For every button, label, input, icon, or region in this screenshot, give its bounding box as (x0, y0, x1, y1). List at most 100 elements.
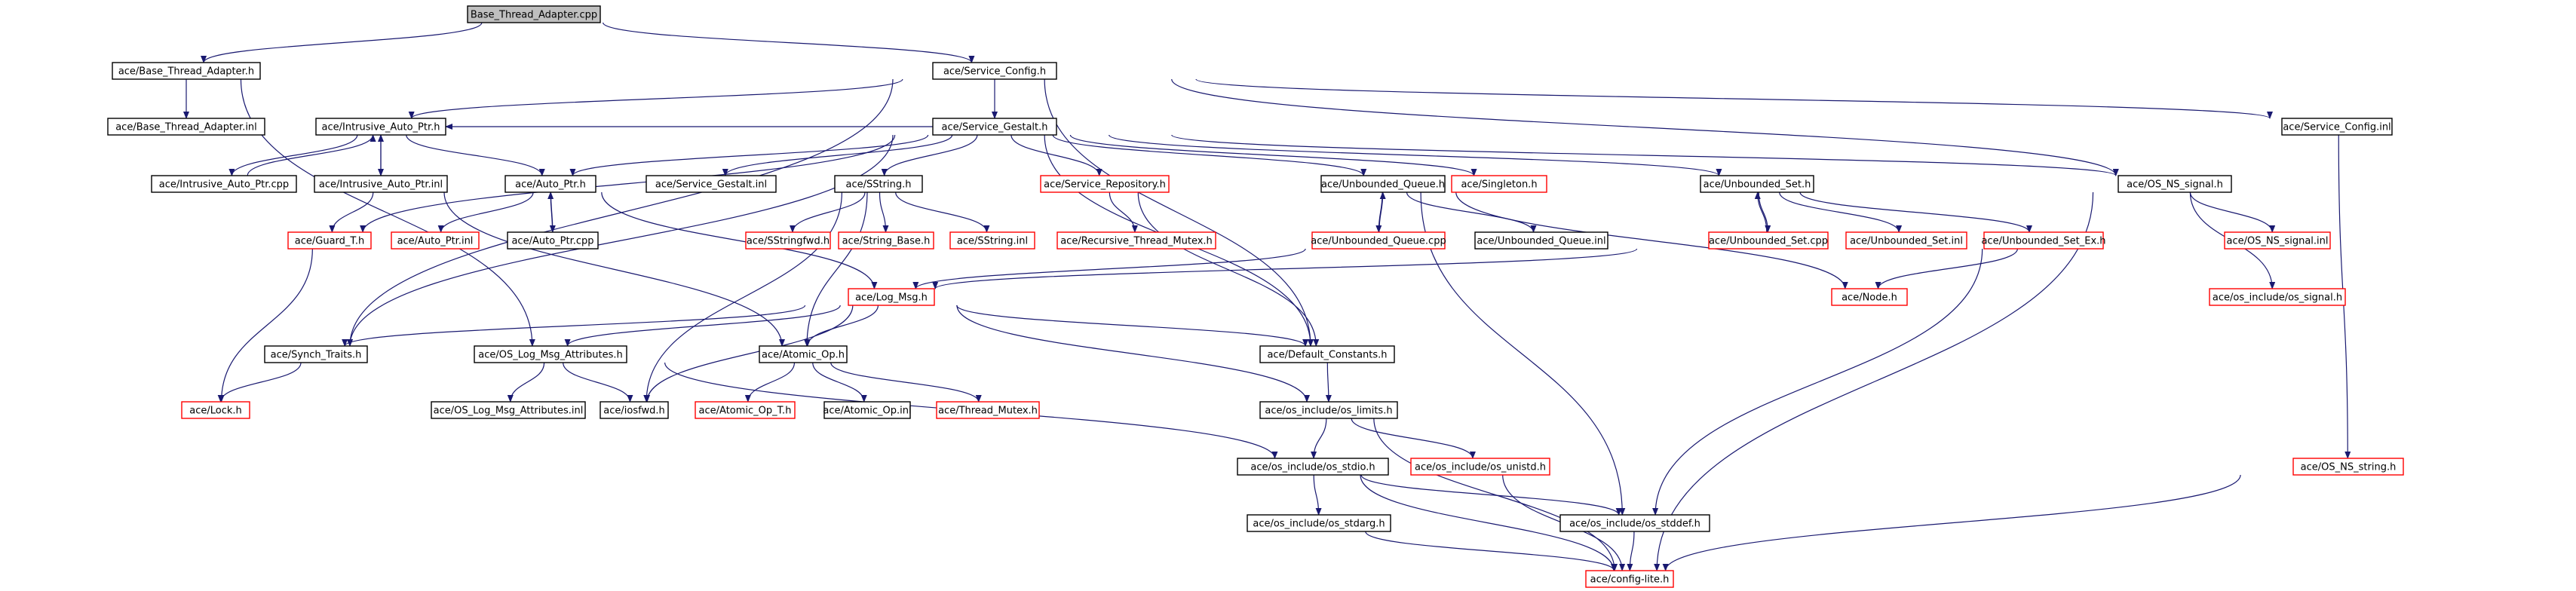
node-label: ace/OS_NS_signal.inl (2226, 236, 2328, 247)
node-n35[interactable]: ace/Atomic_Op.h (759, 345, 848, 363)
node-box (1056, 231, 1216, 250)
node-label: ace/iosfwd.h (603, 406, 664, 417)
node-n8[interactable]: ace/Intrusive_Auto_Ptr.inl (314, 175, 448, 193)
node-n6[interactable]: ace/Service_Config.inl (2281, 118, 2393, 136)
node-n41[interactable]: ace/Atomic_Op.inl (823, 401, 912, 419)
node-n26[interactable]: ace/Unbounded_Set.cpp (1708, 231, 1829, 250)
edge-n46-n48 (1360, 474, 1622, 516)
node-n20[interactable]: ace/SStringfwd.h (745, 231, 831, 250)
node-box (1259, 401, 1398, 419)
node-n31[interactable]: ace/Node.h (1831, 288, 1908, 306)
node-n7[interactable]: ace/Intrusive_Auto_Ptr.cpp (151, 175, 297, 193)
node-box (391, 231, 480, 250)
node-n3[interactable]: ace/Base_Thread_Adapter.inl (107, 118, 265, 136)
node-label: ace/Unbounded_Queue.h (1321, 179, 1445, 191)
node-n49[interactable]: ace/config-lite.h (1585, 570, 1674, 588)
node-n23[interactable]: ace/Recursive_Thread_Mutex.h (1056, 231, 1216, 250)
node-n1[interactable]: ace/Base_Thread_Adapter.h (112, 62, 261, 80)
node-label: ace/Unbounded_Set.inl (1850, 236, 1963, 247)
node-n19[interactable]: ace/Auto_Ptr.cpp (507, 231, 599, 250)
node-box (1259, 345, 1395, 363)
node-n4[interactable]: ace/Intrusive_Auto_Ptr.h (315, 118, 446, 136)
edge-n12-n23 (1109, 191, 1138, 233)
node-n47[interactable]: ace/os_include/os_stdarg.h (1247, 514, 1391, 532)
node-box (838, 231, 934, 250)
node-n45[interactable]: ace/OS_NS_string.h (2292, 458, 2404, 476)
node-n44[interactable]: ace/os_include/os_unistd.h (1410, 458, 1550, 476)
node-n27[interactable]: ace/Unbounded_Set.inl (1845, 231, 1967, 250)
edge-n35-n42 (830, 362, 982, 403)
node-box (1451, 175, 1547, 193)
node-label: ace/Intrusive_Auto_Ptr.cpp (159, 179, 289, 191)
node-n43[interactable]: ace/os_include/os_limits.h (1259, 401, 1398, 419)
edge-n15-n27 (1779, 191, 1903, 233)
node-label: ace/Singleton.h (1461, 179, 1537, 191)
graph-nodes: Base_Thread_Adapter.cpp ace/Base_Thread_A… (107, 5, 2404, 588)
node-box (107, 118, 265, 136)
node-n11[interactable]: ace/SString.h (834, 175, 923, 193)
node-n34[interactable]: ace/OS_Log_Msg_Attributes.h (474, 345, 627, 363)
node-n42[interactable]: ace/Thread_Mutex.h (936, 401, 1040, 419)
edge-n5-n11 (881, 134, 978, 176)
node-n0[interactable]: Base_Thread_Adapter.cpp (467, 5, 601, 23)
node-n24[interactable]: ace/Unbounded_Queue.cpp (1311, 231, 1446, 250)
edge-n19-n9 (547, 191, 554, 233)
node-box (745, 231, 831, 250)
node-n29[interactable]: ace/OS_NS_signal.inl (2224, 231, 2331, 250)
graph-edges (183, 22, 2351, 571)
node-label: ace/SStringfwd.h (747, 236, 830, 247)
edge-n5-n33 (347, 134, 894, 347)
edge-n17-n37 (218, 248, 313, 403)
node-n18[interactable]: ace/Auto_Ptr.inl (391, 231, 480, 250)
node-n28[interactable]: ace/Unbounded_Set_Ex.h (1981, 231, 2106, 250)
node-n32[interactable]: ace/os_include/os_signal.h (2209, 288, 2346, 306)
node-n36[interactable]: ace/Default_Constants.h (1259, 345, 1395, 363)
node-n48[interactable]: ace/os_include/os_stddef.h (1559, 514, 1710, 532)
edge-n43-n49 (1373, 418, 1618, 571)
node-box (264, 345, 368, 363)
node-box (834, 175, 923, 193)
node-n33[interactable]: ace/Synch_Traits.h (264, 345, 368, 363)
edge-n36-n43 (1325, 362, 1332, 403)
node-n25[interactable]: ace/Unbounded_Queue.inl (1474, 231, 1608, 250)
node-n9[interactable]: ace/Auto_Ptr.h (504, 175, 596, 193)
node-n15[interactable]: ace/Unbounded_Set.h (1700, 175, 1814, 193)
edge-n28-n48 (1652, 248, 1983, 516)
node-label: ace/os_include/os_signal.h (2213, 292, 2342, 304)
edge-n34-n38 (507, 362, 545, 403)
edge-n5-n15 (1109, 134, 1722, 176)
node-box (1320, 175, 1446, 193)
node-n14[interactable]: ace/Singleton.h (1451, 175, 1547, 193)
node-n40[interactable]: ace/Atomic_Op_T.h (695, 401, 796, 419)
node-n46[interactable]: ace/os_include/os_stdio.h (1237, 458, 1389, 476)
node-label: ace/Intrusive_Auto_Ptr.inl (319, 179, 443, 191)
node-n13[interactable]: ace/Unbounded_Queue.h (1320, 175, 1446, 193)
node-n37[interactable]: ace/Lock.h (181, 401, 250, 419)
edge-n11-n35 (804, 191, 868, 347)
edge-n24-n30 (912, 248, 1306, 289)
node-n38[interactable]: ace/OS_Log_Msg_Attributes.inl (431, 401, 586, 419)
node-n39[interactable]: ace/iosfwd.h (600, 401, 669, 419)
node-label: ace/Unbounded_Queue.cpp (1311, 236, 1446, 247)
node-label: ace/OS_Log_Msg_Attributes.h (478, 350, 622, 361)
node-n30[interactable]: ace/Log_Msg.h (848, 288, 935, 306)
edge-n13-n25 (1406, 191, 1537, 233)
node-box (1708, 231, 1829, 250)
node-box (646, 175, 777, 193)
node-n22[interactable]: ace/SString.inl (949, 231, 1035, 250)
node-n21[interactable]: ace/String_Base.h (838, 231, 934, 250)
node-n2[interactable]: ace/Service_Config.h (932, 62, 1057, 80)
edge-n11-n39 (643, 191, 842, 403)
node-label: ace/Default_Constants.h (1267, 350, 1387, 361)
node-box (2292, 458, 2404, 476)
edge-n33-n37 (217, 362, 302, 403)
node-n5[interactable]: ace/Service_Gestalt.h (932, 118, 1057, 136)
node-label: ace/Auto_Ptr.cpp (511, 236, 593, 247)
edge-n26-n30 (932, 248, 1638, 289)
node-n17[interactable]: ace/Guard_T.h (287, 231, 372, 250)
node-n10[interactable]: ace/Service_Gestalt.inl (646, 175, 777, 193)
node-label: ace/Atomic_Op.inl (823, 406, 911, 417)
node-box (2281, 118, 2393, 136)
node-n16[interactable]: ace/OS_NS_signal.h (2118, 175, 2232, 193)
node-n12[interactable]: ace/Service_Repository.h (1040, 175, 1170, 193)
